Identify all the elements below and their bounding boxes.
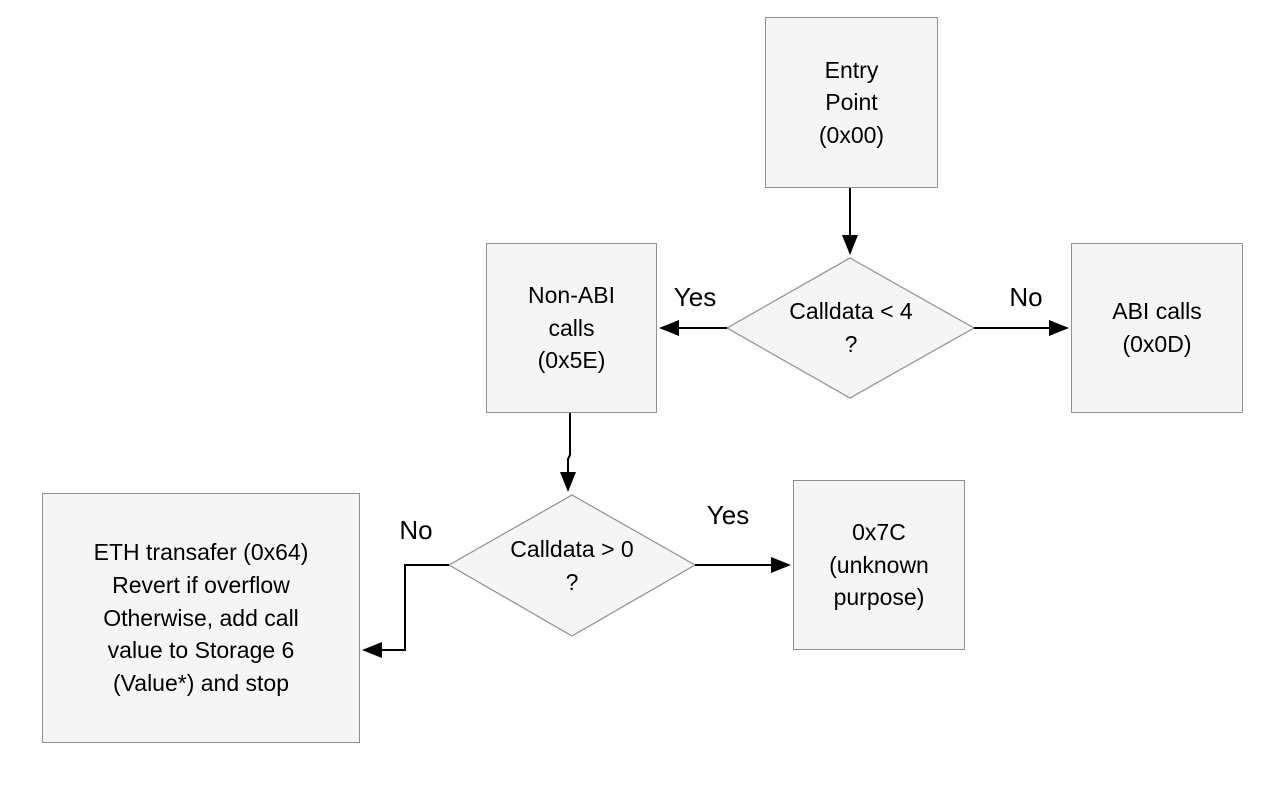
edge-calldata-gt-0-no-to-eth-transfer <box>362 564 449 658</box>
edge-non-abi-to-calldata-gt-0 <box>560 413 576 492</box>
decision-calldata-gt-0-shape <box>447 494 697 637</box>
edge-label-gt0-no: No <box>399 515 433 545</box>
edge-label-gt0-yes: Yes <box>706 500 750 530</box>
node-entry-point: Entry Point (0x00) <box>765 17 938 188</box>
node-non-abi-calls-label: Non-ABI calls (0x5E) <box>528 282 615 374</box>
node-non-abi-calls: Non-ABI calls (0x5E) <box>486 243 657 413</box>
decision-calldata-lt-4-shape <box>725 257 976 399</box>
node-eth-transfer: ETH transafer (0x64) Revert if overflow … <box>42 493 360 743</box>
node-abi-calls: ABI calls (0x0D) <box>1071 243 1243 413</box>
node-0x7c-unknown: 0x7C (unknown purpose) <box>793 480 965 650</box>
node-eth-transfer-label: ETH transafer (0x64) Revert if overflow … <box>93 539 309 696</box>
edge-label-lt4-no: No <box>1009 282 1043 312</box>
node-abi-calls-label: ABI calls (0x0D) <box>1112 298 1202 357</box>
edge-label-lt4-yes: Yes <box>673 282 717 312</box>
node-entry-point-label: Entry Point (0x00) <box>818 56 885 148</box>
node-0x7c-unknown-label: 0x7C (unknown purpose) <box>829 519 929 611</box>
